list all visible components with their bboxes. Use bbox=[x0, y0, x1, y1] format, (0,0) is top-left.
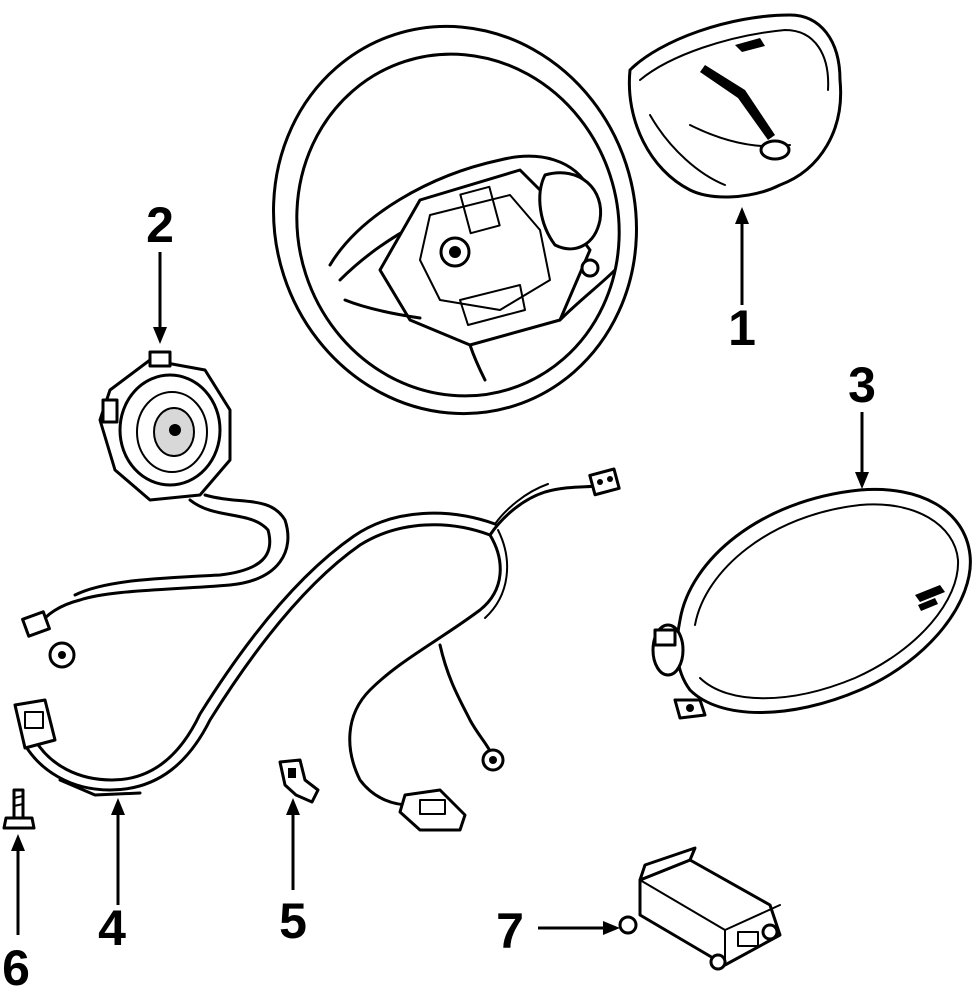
callout-7: 7 bbox=[496, 903, 620, 959]
wiring-harness bbox=[13, 467, 621, 832]
callout-label-7: 7 bbox=[496, 903, 524, 959]
driver-airbag-module bbox=[627, 13, 843, 199]
callout-label-2: 2 bbox=[146, 197, 174, 253]
passenger-airbag-module bbox=[651, 487, 972, 720]
callout-5: 5 bbox=[279, 798, 307, 949]
steering-wheel bbox=[272, 24, 638, 416]
callout-2: 2 bbox=[146, 197, 174, 344]
control-module bbox=[618, 846, 782, 971]
callout-3: 3 bbox=[848, 357, 876, 489]
callout-label-4: 4 bbox=[98, 900, 126, 956]
callout-4: 4 bbox=[98, 798, 126, 956]
callout-label-5: 5 bbox=[279, 893, 307, 949]
clip bbox=[278, 758, 320, 804]
clockspring bbox=[21, 350, 290, 669]
callout-label-3: 3 bbox=[848, 357, 876, 413]
callout-label-6: 6 bbox=[2, 940, 30, 996]
bolt bbox=[2, 788, 36, 830]
callout-label-1: 1 bbox=[728, 300, 756, 356]
callout-6: 6 bbox=[2, 834, 30, 996]
callout-1: 1 bbox=[728, 207, 756, 356]
